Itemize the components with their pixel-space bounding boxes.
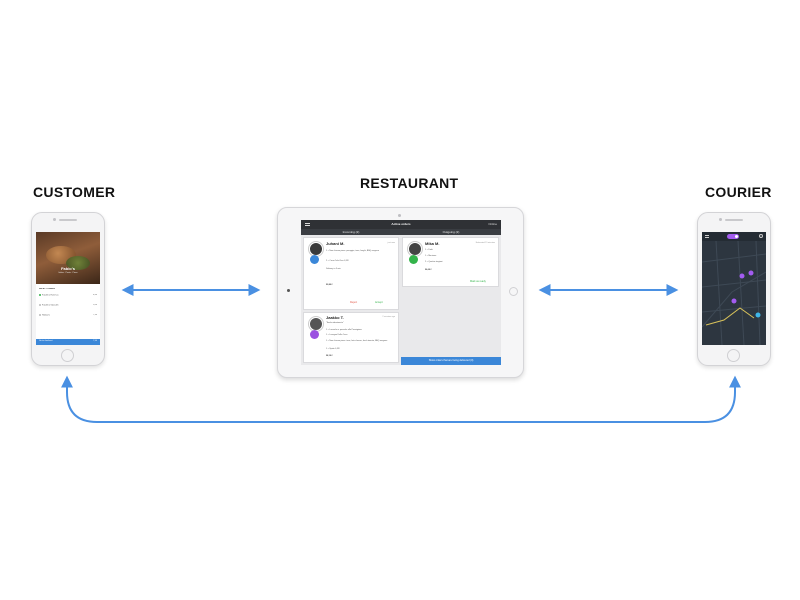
menu-item-name: Falafel & Hummus bbox=[42, 294, 59, 297]
order-total: 20,80 € bbox=[326, 284, 333, 286]
avatar bbox=[309, 242, 323, 256]
customer-app-screen: Fabio's Italian · Pasta · Pizza SELECT D… bbox=[36, 232, 100, 345]
online-toggle[interactable] bbox=[727, 234, 739, 239]
menu-item-price: 8,90 bbox=[93, 294, 97, 296]
customer-name: Mika M. bbox=[425, 241, 440, 246]
added-icon bbox=[39, 294, 41, 296]
front-camera bbox=[719, 218, 722, 221]
restaurant-tablet: Active orders Online Incoming (2) Outgoi… bbox=[277, 207, 524, 378]
front-camera bbox=[53, 218, 56, 221]
menu-item-price: 7,90 bbox=[93, 314, 97, 316]
restaurant-heading: RESTAURANT bbox=[360, 175, 459, 191]
restaurant-name: Fabio's bbox=[61, 266, 75, 271]
add-icon bbox=[39, 314, 41, 316]
order-note: "Suolo ridmotountu" bbox=[326, 322, 344, 324]
side-lens bbox=[287, 289, 290, 292]
order-total: 38,10 € bbox=[326, 355, 333, 357]
menu-item[interactable]: Falafel & Tabouleh 9,50 bbox=[39, 304, 97, 307]
menu-icon[interactable] bbox=[305, 223, 310, 226]
order-line: 1 × Lumache e pancake alla Parmigiana bbox=[326, 329, 362, 331]
speaker bbox=[725, 219, 743, 221]
courier-header bbox=[702, 232, 766, 241]
home-button bbox=[727, 349, 740, 362]
avatar bbox=[309, 317, 323, 331]
section-title: SELECT DISHES bbox=[39, 288, 55, 290]
delivery-map[interactable] bbox=[702, 232, 766, 345]
tab-outgoing[interactable]: Outgoing (2) bbox=[442, 230, 460, 234]
add-icon bbox=[39, 304, 41, 306]
restaurant-subtitle: Italian · Pasta · Pizza bbox=[58, 272, 78, 274]
menu-item-price: 9,50 bbox=[93, 304, 97, 306]
toggle-knob bbox=[735, 235, 738, 238]
customer-heading: CUSTOMER bbox=[33, 184, 116, 200]
restaurant-marker bbox=[731, 298, 737, 304]
order-line: 1 × Marinara bbox=[425, 255, 437, 257]
courier-phone bbox=[697, 212, 771, 366]
order-line: 1 × Sprite 0,33 l bbox=[326, 348, 341, 350]
gear-icon[interactable] bbox=[759, 234, 763, 238]
reject-button[interactable]: Reject bbox=[350, 301, 358, 304]
outgoing-order-card[interactable]: Mika M. Estimated 15 minutes 1 × Dolci 1… bbox=[402, 237, 499, 287]
restaurant-app-screen: Active orders Online Incoming (2) Outgoi… bbox=[301, 220, 501, 365]
front-camera bbox=[398, 214, 401, 217]
restaurant-marker bbox=[739, 273, 745, 279]
home-button bbox=[61, 349, 74, 362]
arrow-customer-courier bbox=[61, 375, 741, 423]
checkout-total: 7,90 bbox=[93, 340, 97, 342]
order-line: 1 × Lasagne Della Casa bbox=[326, 334, 348, 336]
online-status[interactable]: Online bbox=[488, 222, 497, 226]
courier-marker bbox=[755, 312, 761, 318]
order-line: 1 × Dolci bbox=[425, 249, 433, 251]
order-time: Estimated 15 minutes bbox=[475, 242, 495, 244]
menu-item[interactable]: Halloumi 7,90 bbox=[39, 314, 97, 317]
delivered-orders-bar[interactable]: Show orders that are being delivered (0) bbox=[401, 357, 501, 365]
menu-item-name: Falafel & Tabouleh bbox=[42, 304, 59, 307]
avatar bbox=[408, 242, 422, 256]
order-time: 2 minutes ago bbox=[382, 316, 395, 318]
delivered-orders-label: Show orders that are being delivered (0) bbox=[428, 359, 474, 362]
restaurant-marker bbox=[748, 270, 754, 276]
pickup-icon bbox=[310, 330, 319, 339]
order-tabs: Incoming (2) Outgoing (2) bbox=[301, 229, 501, 235]
order-line: 1 × Non chiamo pizza: tuna, feta cheese,… bbox=[326, 340, 388, 342]
menu-item-name: Halloumi bbox=[42, 314, 50, 317]
order-line: Delivery in 5 min bbox=[326, 268, 341, 270]
order-line: 2 × Coca-Cola Zero 0,33 l bbox=[326, 260, 349, 262]
speaker bbox=[59, 219, 77, 221]
app-header: Active orders Online bbox=[301, 220, 501, 229]
order-line: 2 × Quattro stagioni bbox=[425, 261, 443, 263]
menu-icon[interactable] bbox=[705, 235, 709, 238]
checkout-label: Go to checkout bbox=[39, 340, 53, 342]
delivery-icon bbox=[409, 255, 418, 264]
mark-ready-button[interactable]: Mark as ready bbox=[470, 280, 486, 283]
accept-button[interactable]: Accept bbox=[375, 301, 383, 304]
incoming-order-card[interactable]: Juhani M. just now 1 × Non chiamo pizza:… bbox=[303, 237, 399, 310]
incoming-order-card[interactable]: Jaakko T. 2 minutes ago "Suolo ridmotoun… bbox=[303, 312, 399, 363]
order-time: just now bbox=[387, 242, 395, 244]
restaurant-hero-image bbox=[36, 232, 100, 284]
map-graphic bbox=[702, 240, 766, 345]
tab-incoming[interactable]: Incoming (2) bbox=[342, 230, 360, 234]
menu-item[interactable]: Falafel & Hummus 8,90 bbox=[39, 294, 97, 297]
customer-name: Jaakko T. bbox=[326, 315, 344, 320]
courier-app-screen bbox=[702, 232, 766, 345]
home-button bbox=[509, 287, 518, 296]
checkout-bar[interactable]: Go to checkout 7,90 bbox=[36, 339, 100, 345]
delivery-icon bbox=[310, 255, 319, 264]
app-title: Active orders bbox=[391, 222, 411, 226]
food-image bbox=[66, 256, 90, 270]
order-total: 26,00 € bbox=[425, 269, 432, 271]
order-line: 1 × Non chiamo pizza: peraggio, tuna, fu… bbox=[326, 250, 379, 252]
customer-phone: Fabio's Italian · Pasta · Pizza SELECT D… bbox=[31, 212, 105, 366]
courier-heading: COURIER bbox=[705, 184, 772, 200]
customer-name: Juhani M. bbox=[326, 241, 345, 246]
